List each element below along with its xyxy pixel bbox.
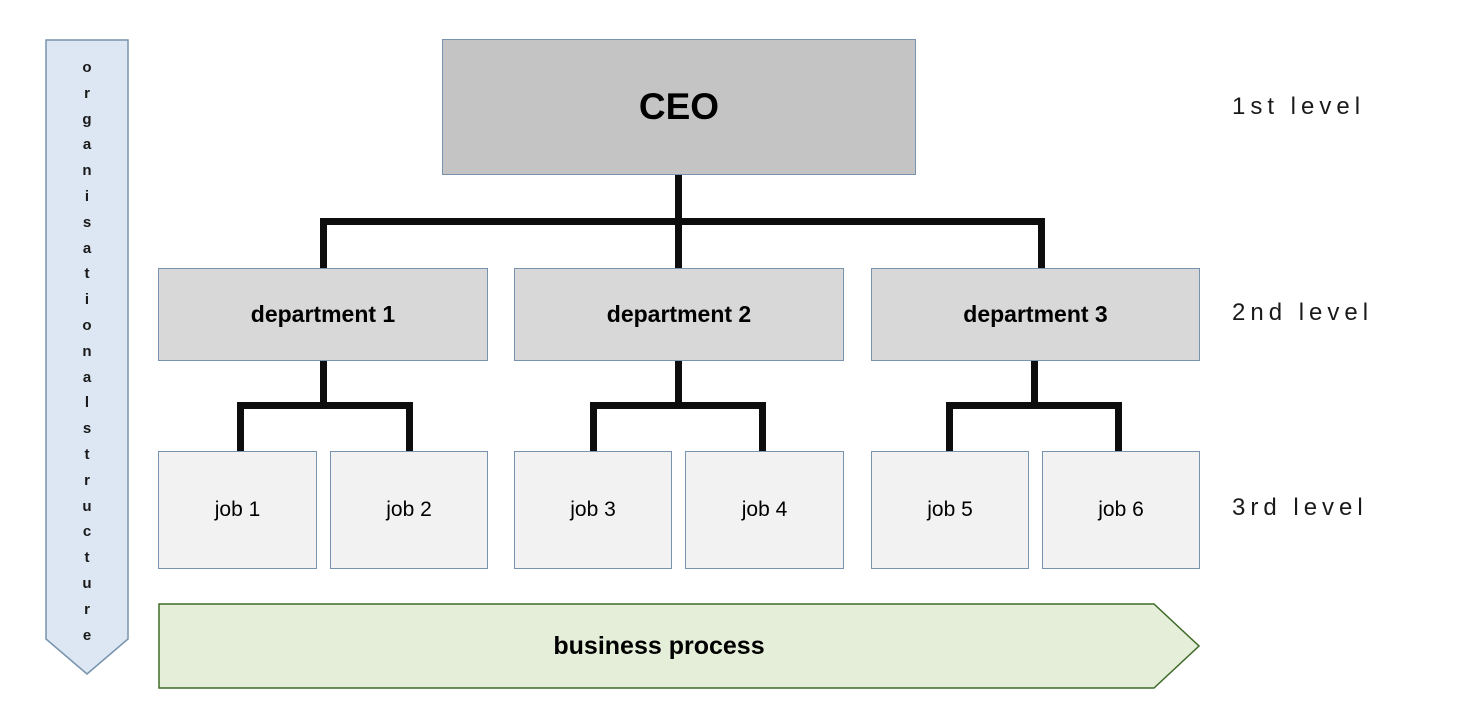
node-department-2-label: department 2 — [606, 301, 752, 327]
connector-drop-job-3 — [590, 402, 597, 451]
node-job-1-label: job 1 — [214, 498, 261, 521]
connector-drop-department-2 — [675, 218, 682, 268]
node-ceo-label: CEO — [638, 86, 720, 127]
node-job-4-label: job 4 — [741, 498, 788, 521]
business-process-arrow[interactable]: business process — [158, 603, 1200, 689]
connector-dept3-stem — [1031, 360, 1038, 405]
node-job-3[interactable]: job 3 — [514, 451, 672, 569]
connector-drop-job-6 — [1115, 402, 1122, 451]
connector-dept3-bus — [946, 402, 1122, 409]
node-job-6-label: job 6 — [1098, 498, 1144, 521]
node-job-5-label: job 5 — [927, 498, 973, 521]
business-process-shape — [158, 603, 1200, 689]
side-arrow-polygon — [45, 39, 129, 675]
business-process-polygon — [158, 603, 1200, 689]
node-job-6[interactable]: job 6 — [1042, 451, 1200, 569]
node-job-5[interactable]: job 5 — [871, 451, 1029, 569]
connector-ceo-stem — [675, 174, 682, 222]
node-job-4[interactable]: job 4 — [685, 451, 844, 569]
node-ceo[interactable]: CEO — [442, 39, 916, 175]
connector-drop-job-2 — [406, 402, 413, 451]
node-job-2[interactable]: job 2 — [330, 451, 488, 569]
node-job-1[interactable]: job 1 — [158, 451, 317, 569]
connector-drop-job-5 — [946, 402, 953, 451]
connector-drop-job-1 — [237, 402, 244, 451]
connector-dept2-bus — [590, 402, 766, 409]
connector-drop-department-1 — [320, 218, 327, 268]
level-label-3rd: 3rd level — [1232, 494, 1368, 521]
connector-drop-job-4 — [759, 402, 766, 451]
node-department-2[interactable]: department 2 — [514, 268, 844, 361]
node-job-3-label: job 3 — [570, 498, 616, 521]
connector-dept2-stem — [675, 360, 682, 405]
connector-drop-department-3 — [1038, 218, 1045, 268]
node-department-1[interactable]: department 1 — [158, 268, 488, 361]
level-label-2nd: 2nd level — [1232, 299, 1374, 326]
node-department-1-label: department 1 — [250, 301, 396, 327]
node-job-2-label: job 2 — [386, 498, 432, 521]
node-department-3-label: department 3 — [963, 301, 1108, 327]
connector-department-bus — [320, 218, 1045, 225]
connector-dept1-stem — [320, 360, 327, 405]
level-label-1st: 1st level — [1232, 93, 1366, 120]
organisational-structure-arrow: o r g a n i s a t i o n a l s t r u c t … — [45, 39, 129, 675]
node-department-3[interactable]: department 3 — [871, 268, 1200, 361]
connector-dept1-bus — [237, 402, 413, 409]
side-arrow-shape — [45, 39, 129, 675]
